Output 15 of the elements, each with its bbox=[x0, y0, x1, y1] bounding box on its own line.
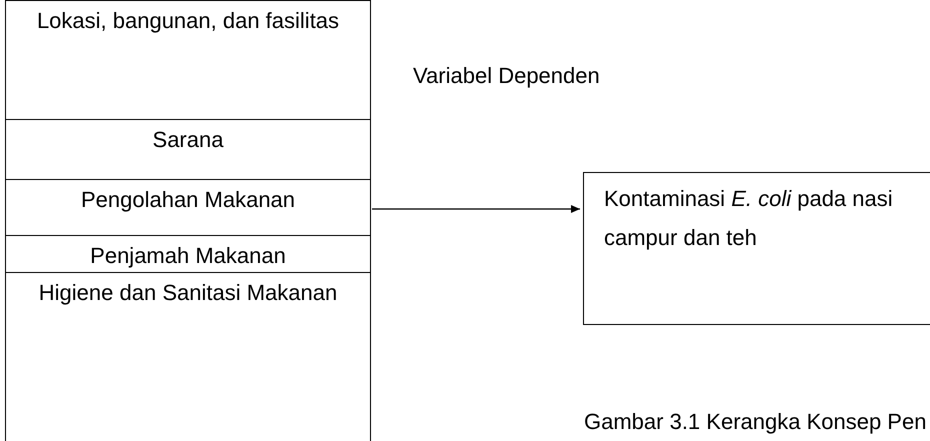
box-text: Sarana bbox=[152, 126, 224, 154]
caption: Gambar 3.1 Kerangka Konsep Pen bbox=[584, 408, 926, 436]
factor-box bbox=[5, 180, 371, 236]
box-text: Lokasi, bangunan, dan fasilitas bbox=[36, 7, 340, 35]
box-text: Penjamah Makanan bbox=[89, 242, 287, 270]
arrow bbox=[372, 205, 580, 213]
heading-label: Variabel Dependen bbox=[413, 62, 600, 90]
box-text: Higiene dan Sanitasi Makanan bbox=[38, 279, 338, 307]
factor-box bbox=[5, 273, 371, 441]
outcome-box bbox=[583, 172, 930, 325]
box-text: Pengolahan Makanan bbox=[80, 186, 296, 214]
factor-box bbox=[5, 120, 371, 180]
factor-box bbox=[5, 0, 371, 120]
box-text: Kontaminasi E. coli pada nasi campur dan teh bbox=[604, 185, 894, 252]
factor-box bbox=[5, 236, 371, 273]
